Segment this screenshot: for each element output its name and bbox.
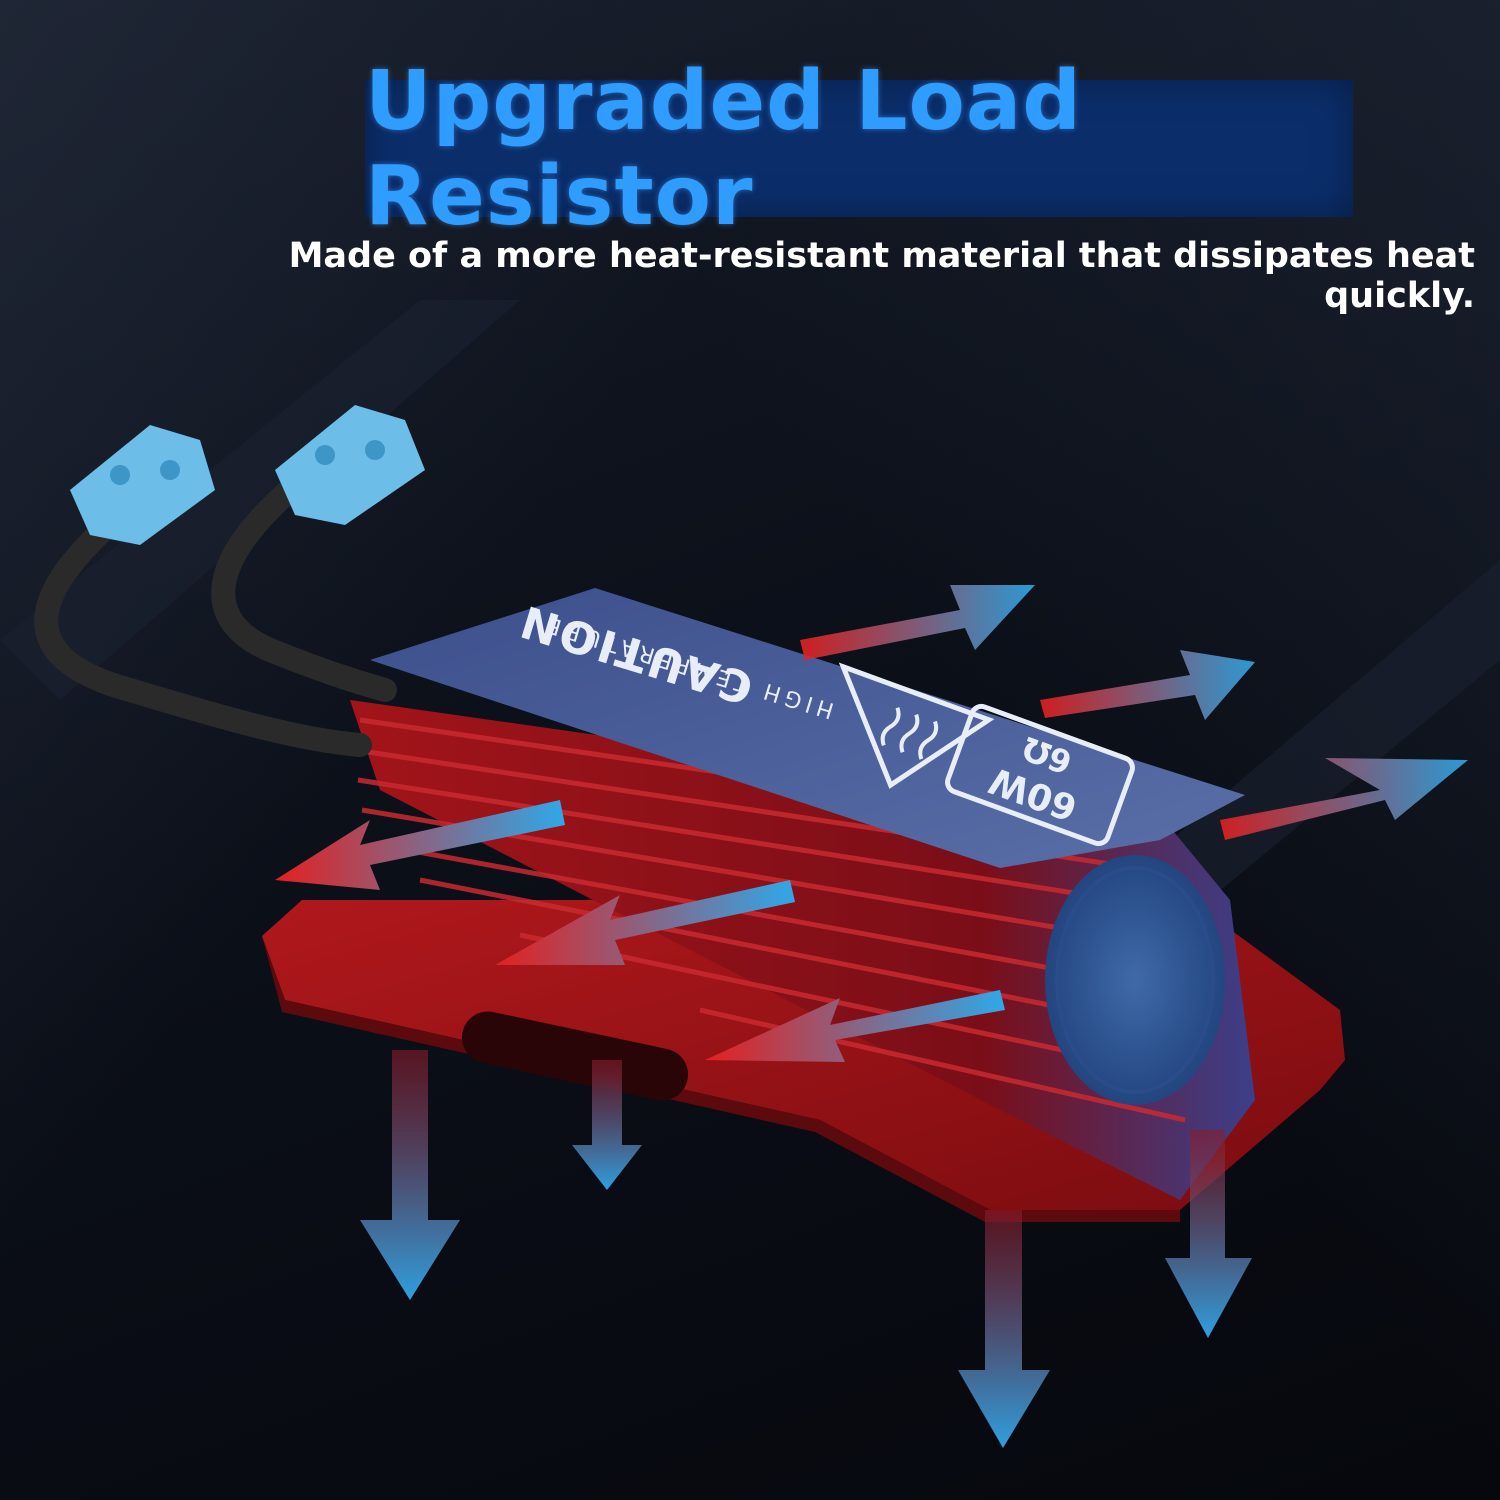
- heat-flow-arrow-icon: [360, 1050, 460, 1300]
- resistor-end-cap: [1045, 855, 1225, 1105]
- heat-flow-arrow-icon: [958, 1210, 1050, 1448]
- resistor-end-cap-rim: [1055, 866, 1215, 1094]
- mounting-slot: [461, 1011, 689, 1101]
- lead-wire: [34, 503, 372, 757]
- heat-flow-arrow-icon: [572, 1060, 642, 1190]
- hot-surface-warning-icon: [838, 662, 995, 789]
- resistor-top-cover: [370, 588, 1245, 868]
- light-streak: [1100, 560, 1500, 940]
- heat-flow-arrow-icon: [1165, 1130, 1252, 1338]
- heat-flow-arrow-icon: [705, 990, 1005, 1062]
- heat-flow-arrow-icon: [275, 800, 565, 890]
- light-streak: [0, 300, 520, 700]
- heat-flow-arrow-icon: [1220, 758, 1468, 840]
- wire-connector: [70, 425, 215, 545]
- subtitle: Made of a more heat-resistant material t…: [288, 236, 1475, 316]
- heat-flow-arrow-icon: [1040, 650, 1255, 720]
- heat-flow-arrow-icon: [800, 585, 1035, 660]
- wire-connector: [275, 405, 425, 525]
- lead-wire: [211, 478, 397, 702]
- heat-flow-arrow-icon: [495, 880, 795, 965]
